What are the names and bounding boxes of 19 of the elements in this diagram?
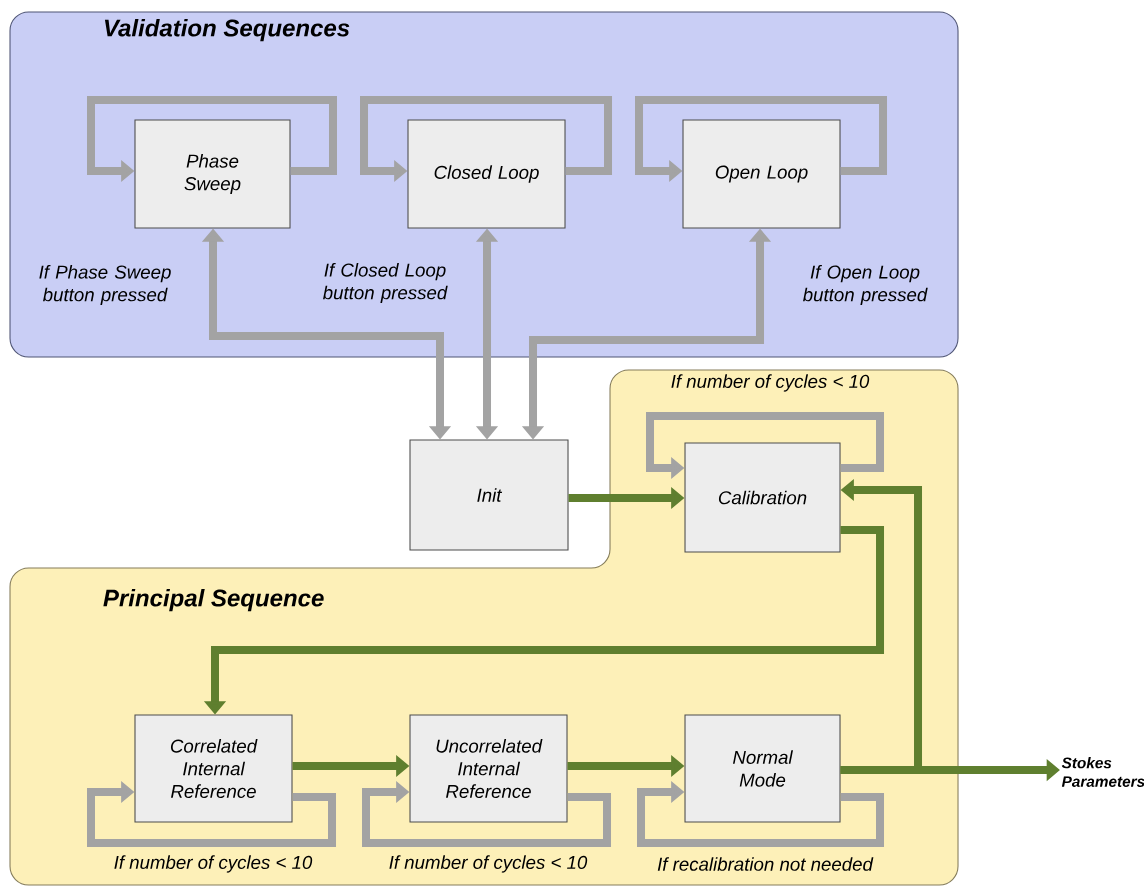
condition-label: If Closed Loop button pressed: [323, 262, 448, 304]
arrow: [637, 780, 884, 847]
arrow: [87, 780, 336, 847]
condition-label: If Phase Sweep button pressed: [39, 264, 171, 306]
process-box: Open Loop: [682, 119, 841, 229]
process-box: Calibration: [684, 442, 841, 553]
condition-label: If Open Loop button pressed: [803, 264, 928, 306]
arrow: [362, 780, 611, 847]
output-label: Stokes Parameters: [1061, 757, 1144, 787]
condition-label: If number of cycles < 10: [671, 374, 870, 392]
condition-label: If number of cycles < 10: [114, 855, 313, 873]
process-box: Init: [409, 439, 569, 551]
process-box: Correlated Internal Reference: [134, 714, 293, 823]
process-box: Closed Loop: [407, 119, 566, 229]
condition-label: If recalibration not needed: [657, 857, 874, 871]
process-box: Phase Sweep: [134, 119, 291, 229]
process-box: Uncorrelated Internal Reference: [409, 714, 568, 823]
process-box: Normal Mode: [684, 714, 841, 823]
condition-label: If number of cycles < 10: [389, 855, 588, 873]
